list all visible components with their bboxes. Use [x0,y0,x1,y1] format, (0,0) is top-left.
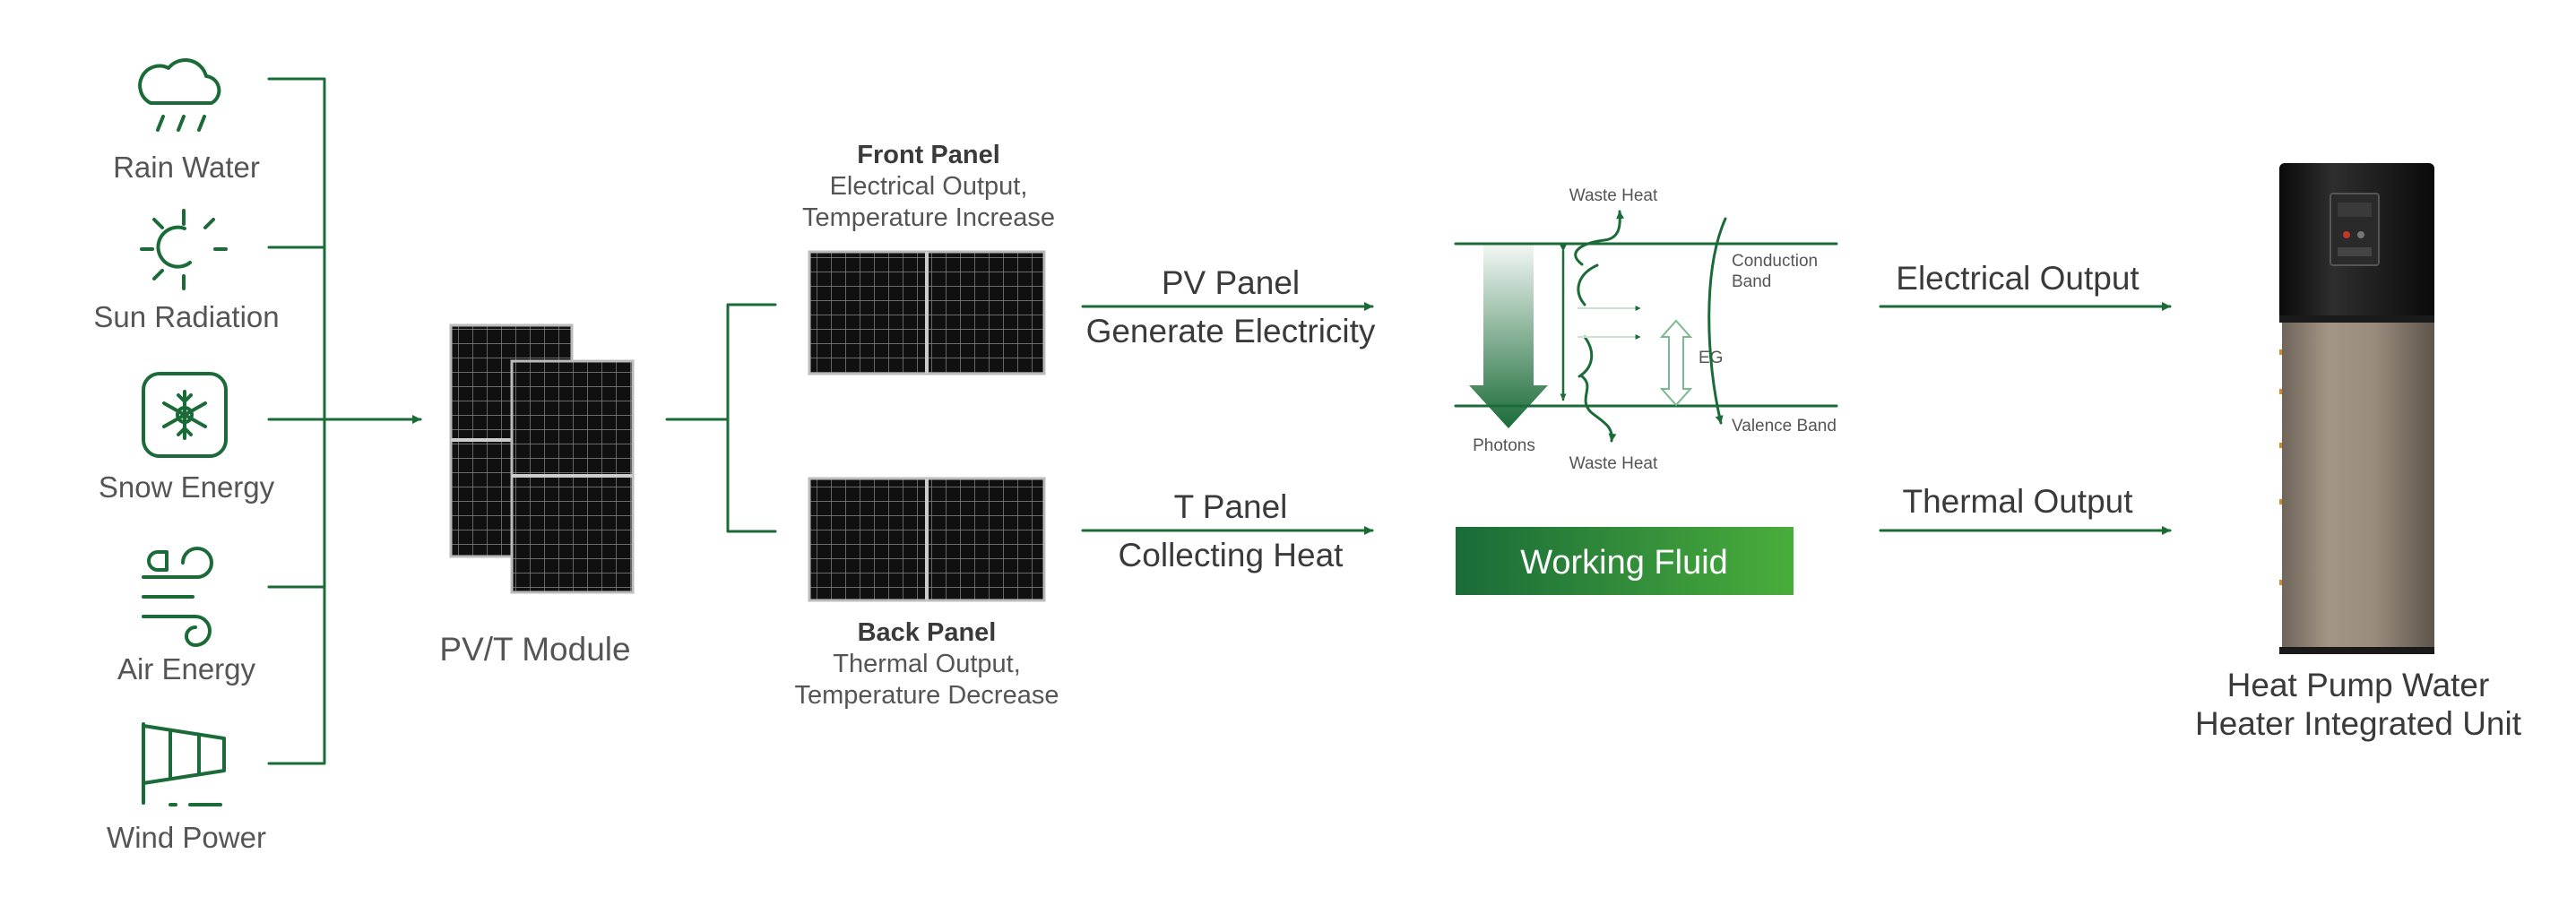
source-label-air-energy: Air Energy [117,652,256,686]
photons-arrow [1469,244,1548,428]
waste-heat-top-arrow [1574,210,1625,266]
source-sun-radiation: Sun Radiation [93,209,280,333]
pv-panel-sublabel: Generate Electricity [1086,313,1376,349]
working-fluid-box: Working Fluid [1456,527,1794,595]
source-wind-power: Wind Power [107,722,266,854]
source-label-wind-power: Wind Power [107,821,266,854]
front-panel: Front Panel Electrical Output, Temperatu… [802,141,1055,375]
pv-panel-label: PV Panel [1162,264,1300,301]
heat-pump-label-1: Heat Pump Water [2227,667,2490,703]
source-rain-water: Rain Water [113,58,260,184]
windsock-icon [142,722,226,806]
electrical-output-arrow: Electrical Output [1879,260,2172,311]
source-label-sun-radiation: Sun Radiation [93,300,279,333]
back-panel: Back Panel Thermal Output, Temperature D… [795,477,1059,710]
heat-pump-label-2: Heater Integrated Unit [2195,705,2522,742]
source-air-energy: Air Energy [117,547,256,686]
front-panel-line2: Temperature Increase [802,203,1055,232]
source-snow-energy: Snow Energy [99,372,275,504]
waste-heat-top-label: Waste Heat [1569,186,1658,205]
pvt-module: PV/T Module [439,323,635,668]
thermal-output-arrow: Thermal Output [1879,483,2172,535]
pvt-module-front-panel [510,359,635,594]
electrical-output-label: Electrical Output [1896,260,2139,297]
t-panel-label: T Panel [1174,488,1288,525]
heat-pump-tank-body [2282,318,2434,652]
back-panel-line1: Thermal Output, [833,650,1021,678]
source-label-snow-energy: Snow Energy [99,470,275,504]
wind-air-icon [142,547,213,647]
band-transition-curve [1707,217,1727,425]
snowflake-icon [142,372,228,458]
photons-label: Photons [1473,436,1535,455]
back-panel-title: Back Panel [858,618,997,647]
heat-pump-unit: Heat Pump Water Heater Integrated Unit [2195,163,2522,742]
pvt-module-label: PV/T Module [439,631,630,668]
band-diagram: Photons Waste Heat Waste Heat EG Conduct… [1454,186,1838,473]
sun-icon [140,209,228,290]
eg-double-arrow [1659,319,1693,407]
rain-cloud-icon [138,58,221,132]
pv-panel-arrow: PV Panel Generate Electricity [1081,264,1376,349]
sources-bracket [267,77,422,765]
source-label-rain-water: Rain Water [113,151,260,184]
front-panel-title: Front Panel [857,141,1000,169]
conduction-band-label-1: Conduction [1732,252,1818,271]
conduction-band-label-2: Band [1732,272,1771,291]
module-split-bracket [665,303,777,533]
thermal-output-label: Thermal Output [1902,483,2133,520]
t-panel-sublabel: Collecting Heat [1119,537,1344,573]
t-panel-arrow: T Panel Collecting Heat [1081,488,1374,573]
valence-band-label: Valence Band [1732,417,1837,435]
back-panel-line2: Temperature Decrease [795,681,1059,710]
waste-heat-bottom-label: Waste Heat [1569,454,1658,473]
front-panel-line1: Electrical Output, [830,172,1028,201]
working-fluid-label: Working Fluid [1520,544,1728,582]
waste-heat-bottom-arrow [1580,375,1617,443]
